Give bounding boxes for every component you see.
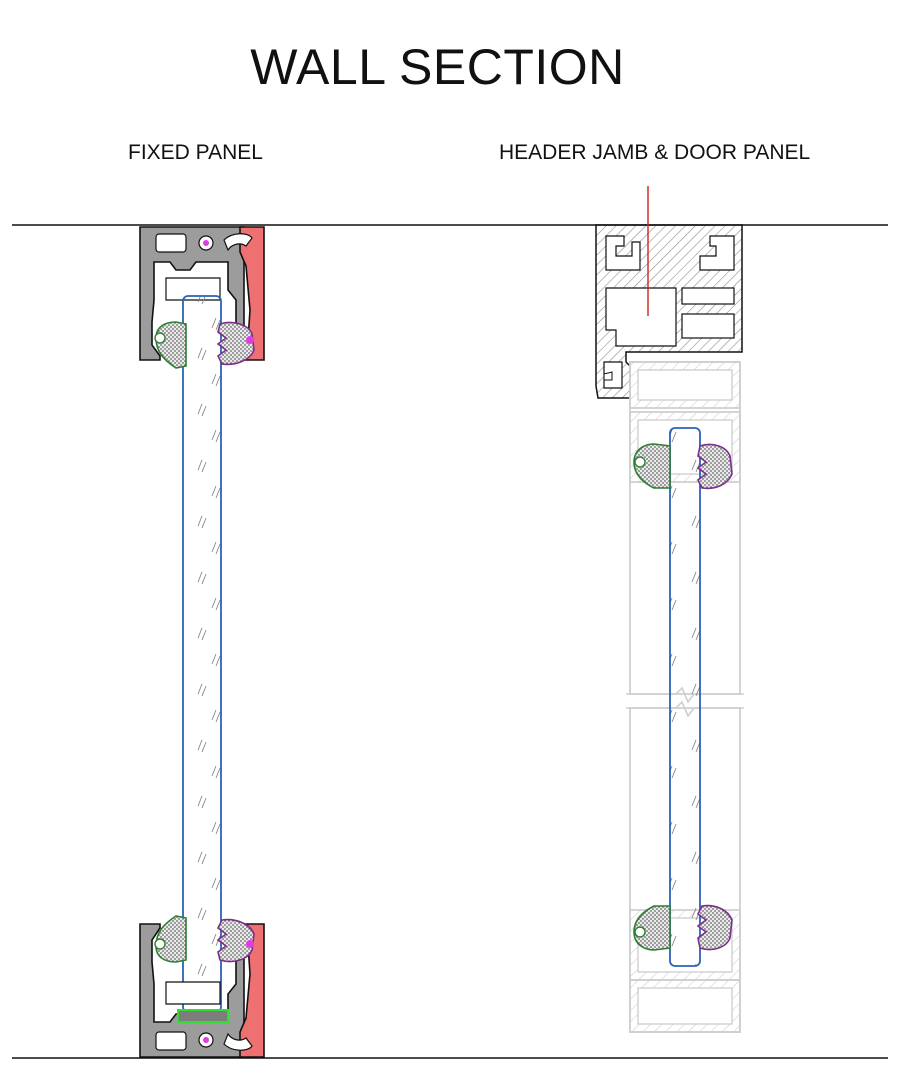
gasket-icon [633, 904, 733, 951]
fixed-panel-section [139, 226, 265, 1058]
header-jamb-section [595, 186, 744, 1033]
glass-pane-icon [669, 427, 701, 967]
fixed-sill-frame [139, 923, 265, 1058]
fixed-head-frame [139, 226, 265, 361]
fixed-panel-label: FIXED PANEL [128, 141, 263, 164]
setting-block-icon [177, 1009, 229, 1023]
header-jamb-frame [595, 224, 743, 399]
gasket-icon [633, 443, 733, 490]
gasket-icon [154, 915, 255, 963]
glass-pane-icon [182, 295, 222, 1013]
drawing-title: WALL SECTION [250, 39, 625, 95]
header-jamb-label: HEADER JAMB & DOOR PANEL [499, 141, 811, 164]
gasket-icon [154, 321, 255, 369]
